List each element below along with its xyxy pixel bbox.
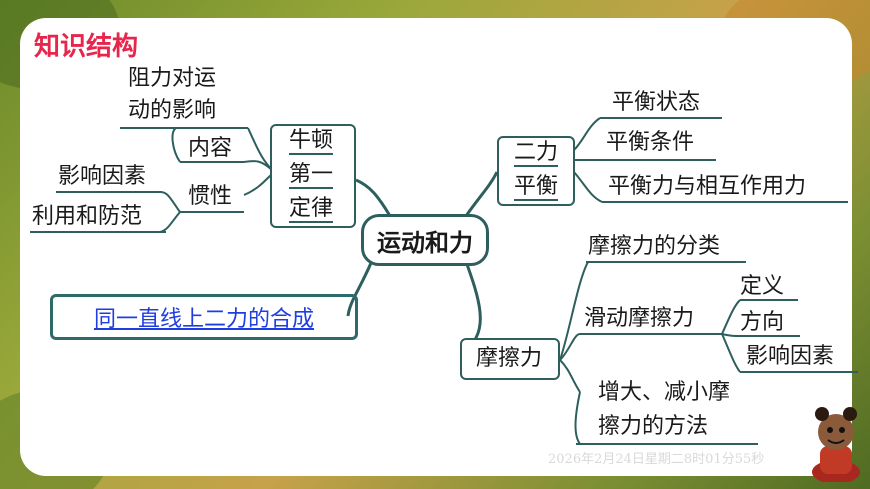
node-sliding-friction: 滑动摩擦力 xyxy=(584,306,695,331)
section-title: 知识结构 xyxy=(34,32,139,62)
node-newton-first-law xyxy=(270,124,356,228)
node-use-and-prevention: 利用和防范 xyxy=(32,204,143,229)
timestamp-watermark: 2026年2月24日星期二8时01分55秒 xyxy=(548,452,765,467)
node-friction-label: 摩擦力 xyxy=(476,346,543,371)
node-friction-methods-line-1: 增大、减小摩 xyxy=(598,380,731,405)
node-balance-vs-interaction: 平衡力与相互作用力 xyxy=(608,174,807,199)
node-influence-factors: 影响因素 xyxy=(58,164,147,189)
node-friction xyxy=(460,338,560,380)
node-sliding-factors: 影响因素 xyxy=(746,344,835,369)
node-balance-state: 平衡状态 xyxy=(612,90,701,115)
node-direction: 方向 xyxy=(740,310,785,335)
node-friction-types: 摩擦力的分类 xyxy=(588,234,721,259)
node-balance-condition: 平衡条件 xyxy=(606,130,695,155)
center-node: 运动和力 xyxy=(361,214,489,266)
newton-line-2: 第一 xyxy=(289,162,334,190)
node-resistance-effect-line-1: 阻力对运 xyxy=(128,66,217,91)
node-inertia: 惯性 xyxy=(188,184,233,209)
node-resistance-effect-line-2: 动的影响 xyxy=(128,98,217,123)
link-resultant-force-label[interactable]: 同一直线上二力的合成 xyxy=(93,307,314,332)
node-two-force-balance xyxy=(497,136,575,206)
center-node-label: 运动和力 xyxy=(377,228,473,257)
newton-line-1: 牛顿 xyxy=(289,128,334,156)
link-resultant-force[interactable]: 同一直线上二力的合成 xyxy=(50,294,358,340)
node-content: 内容 xyxy=(188,136,233,161)
balance-line-2: 平衡 xyxy=(514,174,559,202)
node-definition: 定义 xyxy=(740,274,785,299)
balance-line-1: 二力 xyxy=(514,140,559,168)
newton-line-3: 定律 xyxy=(289,196,334,224)
cartoon-character-illustration xyxy=(812,407,860,482)
node-friction-methods-line-2: 擦力的方法 xyxy=(598,414,709,439)
